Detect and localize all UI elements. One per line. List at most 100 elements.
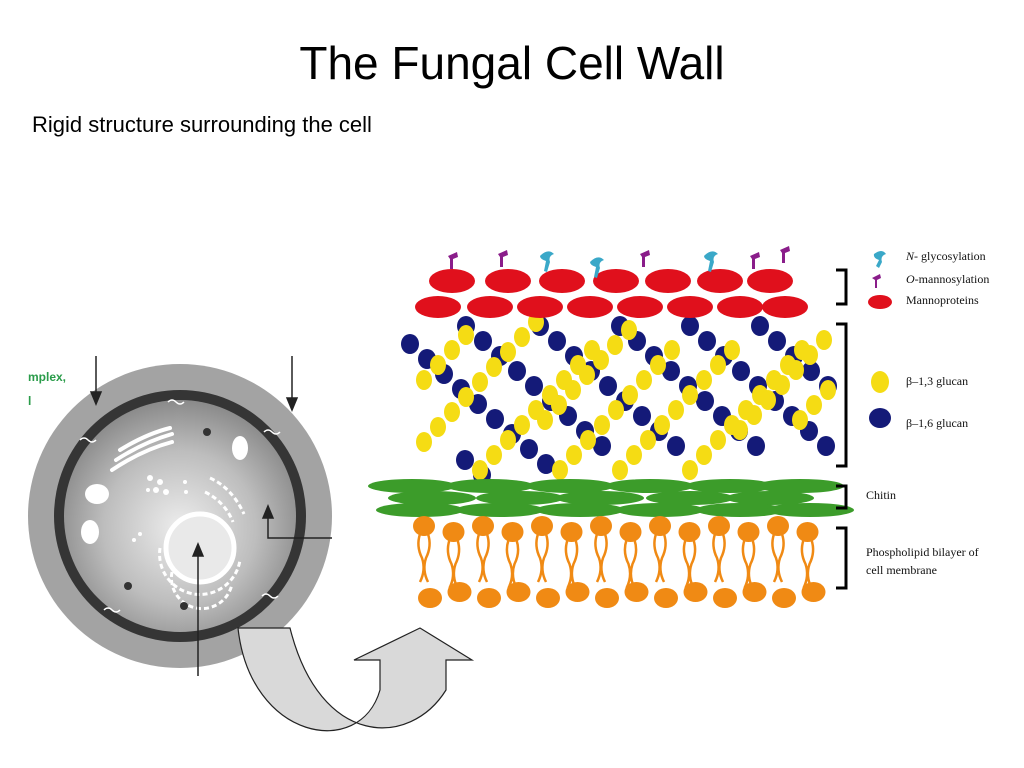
legend-mannoproteins: Mannoproteins (906, 293, 979, 307)
beta13-glucan-unit (500, 342, 516, 362)
magnify-arrow (237, 627, 475, 732)
beta13-glucan-unit (458, 387, 474, 407)
lipid-head-outer (560, 522, 583, 542)
lipid-tail (712, 533, 726, 583)
beta13-glucan-unit (416, 370, 432, 390)
cropped-label-1: mplex, (28, 370, 66, 384)
endoplasmic-reticulum-2 (169, 571, 234, 611)
beta13-glucan-unit (594, 415, 610, 435)
beta13-glucan-unit (626, 445, 642, 465)
lipid-tail (564, 539, 579, 589)
o-mannose-legend-icon (872, 274, 881, 288)
lipid-head-outer (413, 516, 435, 536)
o-mannose (448, 252, 458, 269)
beta13-glucan-unit (802, 345, 818, 365)
beta16-glucan-unit (696, 391, 714, 411)
beta13-glucan-unit (760, 390, 776, 410)
chitin-fibril (388, 491, 476, 505)
beta16-glucan-unit (681, 316, 699, 336)
beta16-glucan-unit (520, 439, 538, 459)
lipid-head-outer (501, 522, 524, 542)
beta13-glucan-unit (724, 340, 740, 360)
beta16-glucan-unit (486, 409, 504, 429)
chitin-fibril (766, 503, 854, 517)
beta13-glucan-unit (806, 395, 822, 415)
beta13-glucan-unit (668, 400, 684, 420)
beta16-glucan-unit (525, 376, 543, 396)
beta13-glucan-unit (416, 432, 432, 452)
chitin-fibril (456, 503, 544, 517)
lipid-head-inner (624, 582, 649, 602)
lipid-tail (682, 539, 697, 589)
beta16-glucan-unit (817, 436, 835, 456)
lipid-head-outer (590, 516, 612, 536)
chitin-fibril (606, 479, 694, 493)
slide-title: The Fungal Cell Wall (299, 37, 725, 89)
beta13-glucan-unit (622, 385, 638, 405)
n-glycan (540, 251, 554, 272)
lipid-tail (505, 539, 520, 589)
beta13-glucan-unit (816, 330, 832, 350)
lipid-head-outer (531, 516, 553, 536)
granule-1 (203, 428, 211, 436)
legend-phospholipid-line1: Phospholipid bilayer of (866, 545, 979, 559)
lipid-head-inner (595, 588, 619, 608)
lipid-head-inner (654, 588, 678, 608)
beta13-glucan-unit (444, 340, 460, 360)
mannoprotein (485, 269, 531, 293)
lipid-tail (446, 539, 461, 589)
lipid-head-inner (772, 588, 796, 608)
lipid-tail (623, 539, 638, 589)
lipid-head-outer (767, 516, 789, 536)
mannoprotein (617, 296, 663, 318)
chitin-fibril (696, 503, 784, 517)
beta13-glucan-unit (710, 355, 726, 375)
mannoprotein (567, 296, 613, 318)
mannoprotein (539, 269, 585, 293)
lipid-head-outer (737, 522, 760, 542)
beta16-glucan-unit (474, 331, 492, 351)
beta13-glucan-unit (774, 375, 790, 395)
o-mannose (640, 250, 650, 267)
beta13-glucan-unit (486, 357, 502, 377)
fungal-cell-illustration: mplex, l (28, 356, 332, 676)
beta13-glucan-unit (654, 415, 670, 435)
beta13-glucan-unit (551, 395, 567, 415)
beta16-glucan-unit (662, 361, 680, 381)
mannoprotein (762, 296, 808, 318)
o-mannose (780, 246, 790, 263)
endoplasmic-reticulum (158, 547, 242, 596)
mannoprotein (747, 269, 793, 293)
phospholipid-bilayer (413, 516, 826, 608)
pointer-arrows (89, 356, 332, 676)
beta16-glucan-unit (593, 436, 611, 456)
beta13-glucan-unit (608, 400, 624, 420)
beta13-glucan-unit (430, 355, 446, 375)
mannoprotein-legend-icon (868, 295, 892, 309)
lipid-tail (741, 539, 756, 589)
mannoprotein (593, 269, 639, 293)
beta13-glucan-unit (696, 370, 712, 390)
mitochondrion-1 (81, 520, 99, 544)
beta13-glucan-unit (640, 430, 656, 450)
mannoprotein (415, 296, 461, 318)
chitin-fibril (446, 479, 534, 493)
lipid-head-outer (649, 516, 671, 536)
beta16-glucan-unit (633, 406, 651, 426)
chitin-fibril (368, 479, 456, 493)
beta13-glucan-unit (820, 380, 836, 400)
legend-beta16-glucan: β–1,6 glucan (906, 416, 968, 430)
lipid-head-inner (713, 588, 737, 608)
beta13-glucan-unit (732, 420, 748, 440)
beta16-glucan-unit (802, 361, 820, 381)
lipid-head-inner (565, 582, 590, 602)
glycan-decorations (448, 246, 790, 278)
legend-beta13-glucan: β–1,3 glucan (906, 374, 968, 388)
beta13-glucan-unit (444, 402, 460, 422)
cropped-label-2: l (28, 394, 31, 408)
chitin-fibril (726, 491, 814, 505)
chitin-fibril (536, 503, 624, 517)
beta16-glucan-unit (698, 331, 716, 351)
n-glycan (590, 257, 604, 278)
